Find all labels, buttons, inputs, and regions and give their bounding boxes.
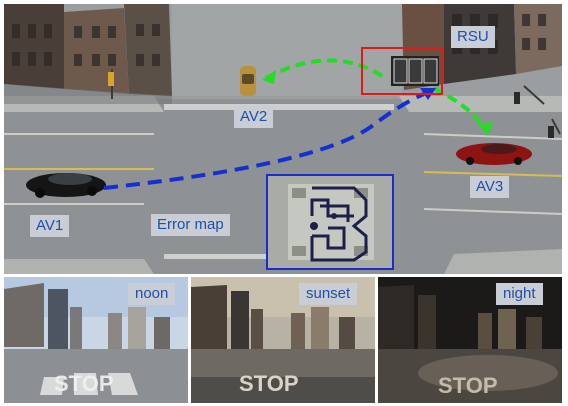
intersection-scene: RSU AV2 AV3 AV1 Error map	[4, 4, 562, 274]
av2-car	[240, 66, 256, 96]
sunset-label: sunset	[299, 283, 358, 305]
rsu-label: RSU	[451, 26, 495, 48]
stop-road-marking: STOP	[54, 371, 114, 396]
rsu-device	[391, 56, 439, 86]
svg-text:STOP: STOP	[438, 373, 498, 398]
v2v-link-av3	[433, 86, 493, 136]
av1-car	[26, 173, 106, 198]
night-thumbnail: STOP night	[378, 277, 562, 403]
noon-thumbnail: STOP noon	[4, 277, 188, 403]
traffic-light	[108, 72, 114, 86]
error-map-label: Error map	[151, 214, 230, 236]
av3-label: AV3	[470, 176, 510, 198]
sunset-thumbnail: STOP sunset	[191, 277, 375, 403]
av3-car	[456, 143, 532, 165]
night-label: night	[496, 283, 543, 305]
lighting-conditions-strip: STOP noon STOP sunset	[4, 277, 562, 403]
error-map-graphic	[268, 176, 392, 268]
av1-label: AV1	[30, 215, 70, 237]
noon-label: noon	[128, 283, 176, 305]
v2v-link-av2	[262, 58, 384, 84]
error-map-inset	[266, 174, 394, 270]
intersection-render	[4, 4, 562, 274]
rsu-highlight-box	[361, 47, 443, 95]
svg-text:STOP: STOP	[239, 371, 299, 396]
av2-label: AV2	[234, 106, 274, 128]
